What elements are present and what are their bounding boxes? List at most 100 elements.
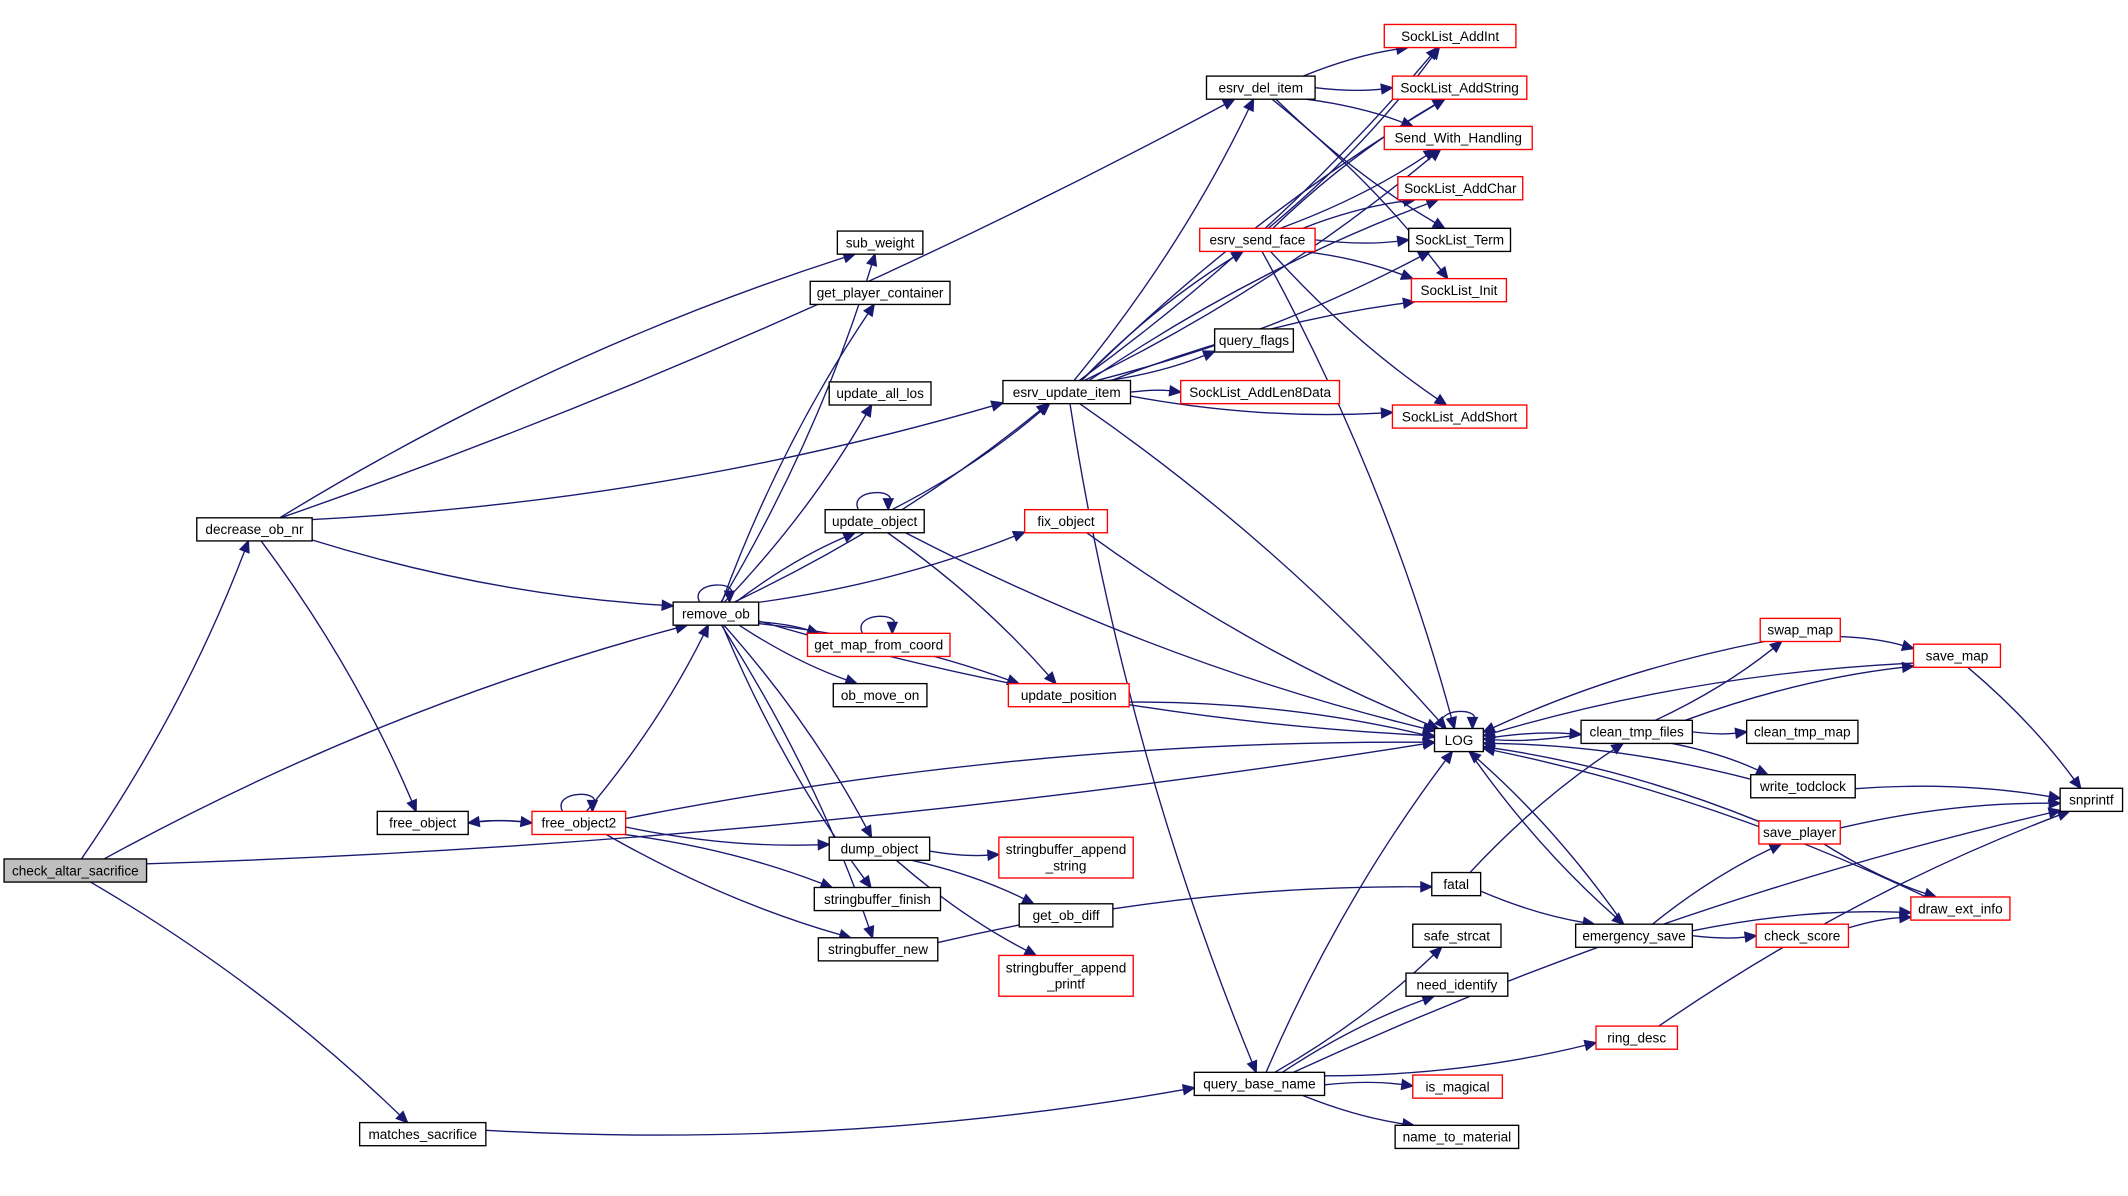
node-log[interactable]: LOG [1433,727,1485,753]
node-snprintf[interactable]: snprintf [2059,787,2124,813]
node-get-player-container[interactable]: get_player_container [809,280,951,306]
node-need-identify[interactable]: need_identify [1405,972,1509,997]
node-socklist-addchar[interactable]: SockList_AddChar [1397,176,1524,201]
node-box[interactable] [3,858,148,883]
node-check-score[interactable]: check_score [1755,923,1850,948]
node-box[interactable] [1433,727,1485,753]
node-socklist-addlen8data[interactable]: SockList_AddLen8Data [1180,379,1341,405]
node-box[interactable] [358,1121,487,1147]
node-box[interactable] [824,508,925,534]
node-box[interactable] [1595,1025,1679,1050]
node-box[interactable] [1408,227,1512,253]
node-box[interactable] [806,632,951,658]
node-box[interactable] [1758,820,1841,845]
node-remove-ob[interactable]: remove_ob [672,601,760,626]
node-box[interactable] [1759,617,1841,643]
node-box[interactable] [1910,896,2011,921]
node-box[interactable] [1180,379,1341,405]
node-box[interactable] [836,230,924,255]
node-box[interactable] [817,937,939,962]
node-box[interactable] [1574,923,1694,948]
node-box[interactable] [1431,871,1482,897]
node-write-todclock[interactable]: write_todclock [1750,774,1856,799]
node-box[interactable] [828,836,931,861]
node-box[interactable] [1193,1071,1326,1097]
node-box[interactable] [828,381,932,406]
node-name-to-material[interactable]: name_to_material [1394,1124,1520,1150]
node-ob-move-on[interactable]: ob_move_on [832,682,928,708]
node-socklist-term[interactable]: SockList_Term [1408,227,1512,253]
node-matches-sacrifice[interactable]: matches_sacrifice [358,1121,487,1147]
node-box[interactable] [1750,774,1856,799]
node-box[interactable] [1383,125,1533,151]
node-socklist-addint[interactable]: SockList_AddInt [1383,23,1517,49]
node-update-all-los[interactable]: update_all_los [828,381,932,406]
node-dump-object[interactable]: dump_object [828,836,931,861]
node-emergency-save[interactable]: emergency_save [1574,923,1694,948]
node-ring-desc[interactable]: ring_desc [1595,1025,1679,1050]
node-query-flags[interactable]: query_flags [1213,328,1295,353]
node-box[interactable] [1391,75,1528,100]
node-box[interactable] [1205,75,1316,100]
node-box[interactable] [1023,508,1109,534]
node-box[interactable] [1580,719,1694,745]
node-box[interactable] [1397,176,1524,201]
node-socklist-addshort[interactable]: SockList_AddShort [1391,404,1528,429]
node-stringbuffer-append-string[interactable]: stringbuffer_append_string [998,836,1134,879]
node-esrv-update-item[interactable]: esrv_update_item [1002,379,1132,405]
node-box[interactable] [1391,404,1528,429]
node-draw-ext-info[interactable]: draw_ext_info [1910,896,2011,921]
node-clean-tmp-files[interactable]: clean_tmp_files [1580,719,1694,745]
node-check-altar-sacrifice[interactable]: check_altar_sacrifice [3,858,148,883]
node-box[interactable] [832,682,928,708]
node-stringbuffer-finish[interactable]: stringbuffer_finish [813,886,942,912]
node-box[interactable] [376,810,469,836]
node-stringbuffer-append-printf[interactable]: stringbuffer_append_printf [998,954,1134,997]
node-update-object[interactable]: update_object [824,508,925,534]
node-free-object[interactable]: free_object [376,810,469,836]
node-esrv-del-item[interactable]: esrv_del_item [1205,75,1316,100]
node-box[interactable] [1410,277,1508,303]
node-stringbuffer-new[interactable]: stringbuffer_new [817,937,939,962]
node-get-ob-diff[interactable]: get_ob_diff [1018,903,1114,928]
node-socklist-init[interactable]: SockList_Init [1410,277,1508,303]
node-save-map[interactable]: save_map [1912,643,2002,668]
node-box[interactable] [1213,328,1295,353]
node-fix-object[interactable]: fix_object [1023,508,1109,534]
node-update-position[interactable]: update_position [1007,682,1130,708]
node-socklist-addstring[interactable]: SockList_AddString [1391,75,1528,100]
node-box[interactable] [1412,1074,1504,1099]
node-box[interactable] [1405,972,1509,997]
node-send-with-handling[interactable]: Send_With_Handling [1383,125,1533,151]
node-free-object2[interactable]: free_object2 [531,810,627,836]
node-box[interactable] [1002,379,1132,405]
node-box[interactable] [998,954,1134,997]
node-box[interactable] [998,836,1134,879]
node-decrease-ob-nr[interactable]: decrease_ob_nr [196,517,313,542]
node-box[interactable] [531,810,627,836]
node-box[interactable] [1745,719,1859,745]
node-fatal[interactable]: fatal [1431,871,1482,897]
node-box[interactable] [196,517,313,542]
node-save-player[interactable]: save_player [1758,820,1841,845]
node-get-map-from-coord[interactable]: get_map_from_coord [806,632,951,658]
node-box[interactable] [813,886,942,912]
node-safe-strcat[interactable]: safe_strcat [1412,923,1502,948]
node-esrv-send-face[interactable]: esrv_send_face [1199,227,1316,253]
node-box[interactable] [809,280,951,306]
node-box[interactable] [1912,643,2002,668]
node-query-base-name[interactable]: query_base_name [1193,1071,1326,1097]
node-swap-map[interactable]: swap_map [1759,617,1841,643]
node-box[interactable] [1412,923,1502,948]
node-box[interactable] [1383,23,1517,49]
node-box[interactable] [1755,923,1850,948]
node-clean-tmp-map[interactable]: clean_tmp_map [1745,719,1859,745]
node-is-magical[interactable]: is_magical [1412,1074,1504,1099]
node-sub-weight[interactable]: sub_weight [836,230,924,255]
node-box[interactable] [2059,787,2124,813]
node-box[interactable] [1018,903,1114,928]
node-box[interactable] [1007,682,1130,708]
node-box[interactable] [1199,227,1316,253]
node-box[interactable] [1394,1124,1520,1150]
node-box[interactable] [672,601,760,626]
